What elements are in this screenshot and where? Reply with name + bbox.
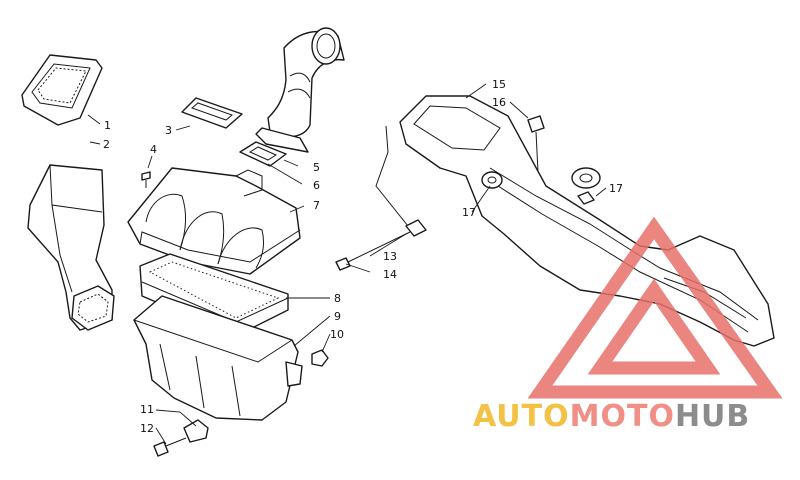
callout-12: 12	[140, 422, 154, 435]
callout-14: 14	[383, 268, 397, 281]
part-11-grommet	[183, 419, 209, 443]
part-3-decal	[181, 97, 243, 129]
watermark-triangle-outer	[527, 216, 783, 399]
callout-4: 4	[150, 143, 157, 156]
callout-3: 3	[165, 124, 172, 137]
callout-13: 13	[383, 250, 397, 263]
callout-15: 15	[492, 78, 506, 91]
part-12-bolt	[153, 437, 187, 457]
callout-6: 6	[313, 179, 320, 192]
part-14-bolt	[335, 231, 411, 271]
part-2-intake-duct	[27, 164, 115, 331]
callout-17-right: 17	[609, 182, 623, 195]
callout-17-left: 17	[462, 206, 476, 219]
watermark-text-auto: AUTO	[473, 399, 570, 434]
watermark-text-hub: HUB	[675, 399, 750, 434]
callout-7: 7	[313, 199, 320, 212]
part-6-gasket	[239, 141, 287, 167]
callout-16: 16	[492, 96, 506, 109]
watermark-logo: AUTOMOTOHUB	[473, 216, 783, 434]
callout-labels: 1 2 3 4 5 6 7 8 9 10 11 12 13 14 15 16 1…	[103, 78, 623, 435]
part-10-nut	[311, 349, 329, 367]
callout-5: 5	[313, 161, 320, 174]
part-17-washer-right	[571, 167, 601, 205]
leader-lines	[87, 83, 607, 445]
part-5-intake-hose	[255, 27, 345, 153]
part-7-airbox-cover	[127, 167, 301, 275]
part-17-washer-left	[481, 171, 503, 189]
watermark-triangle-inner	[587, 278, 721, 375]
part-8-air-filter	[139, 253, 289, 337]
part-16-bolt	[527, 115, 545, 173]
callout-10: 10	[330, 328, 344, 341]
part-9-airbox-base	[133, 295, 303, 421]
callout-11: 11	[140, 403, 154, 416]
callout-1: 1	[104, 119, 111, 132]
callout-9: 9	[334, 310, 341, 323]
part-4-screw	[141, 171, 151, 188]
watermark-text-moto: MOTO	[570, 399, 675, 434]
watermark-text: AUTOMOTOHUB	[473, 399, 750, 434]
part-13-rod	[375, 125, 427, 237]
callout-8: 8	[334, 292, 341, 305]
callout-2: 2	[103, 138, 110, 151]
part-15-bracket	[399, 95, 775, 347]
part-1-intake-cap	[21, 54, 103, 126]
